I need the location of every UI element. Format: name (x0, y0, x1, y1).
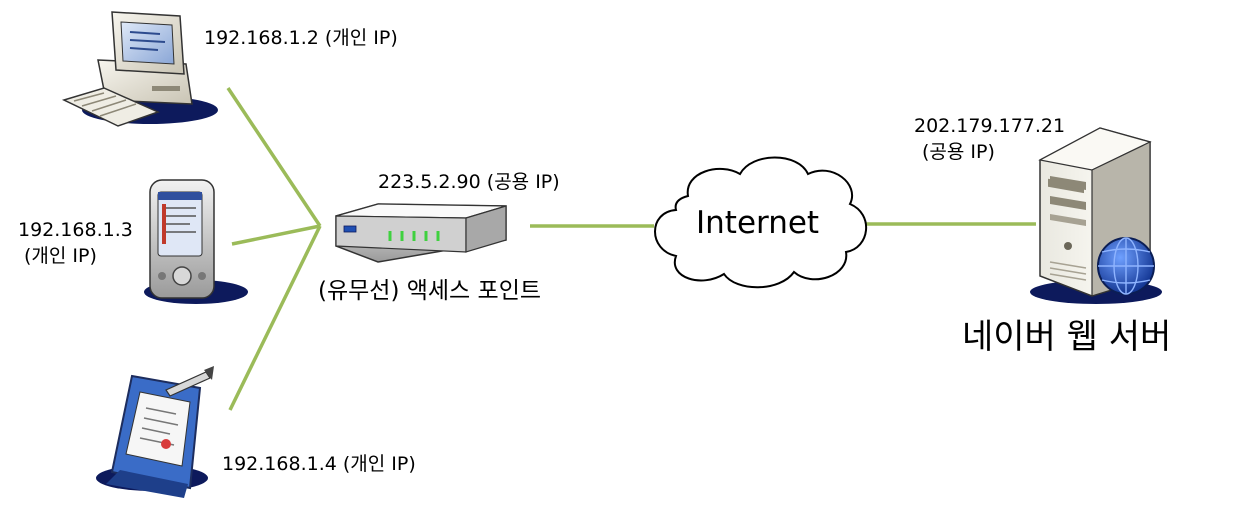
link-pda-to-ap (231, 224, 321, 246)
internet-label: Internet (696, 205, 820, 241)
web-server-icon (1030, 127, 1162, 304)
pda-icon (144, 179, 248, 304)
desktop-pc-icon (61, 11, 218, 127)
connection-lines (226, 87, 1036, 411)
tablet-pc-icon (96, 366, 214, 498)
server-name: 네이버 웹 서버 (962, 317, 1172, 357)
pc-ip-label: 192.168.1.2 (개인 IP) (204, 27, 398, 49)
pda-ip-label: 192.168.1.3 (18, 219, 133, 241)
access-point-name: (유무선) 액세스 포인트 (318, 278, 542, 304)
link-tablet-to-ap (228, 225, 322, 411)
pda-ip-type-label: (개인 IP) (24, 245, 97, 267)
server-ip-type-label: (공용 IP) (922, 141, 995, 163)
access-point-ip-label: 223.5.2.90 (공용 IP) (378, 171, 560, 193)
tablet-ip-label: 192.168.1.4 (개인 IP) (222, 453, 416, 475)
access-point-icon (335, 203, 507, 263)
internet-cloud-icon (654, 156, 867, 289)
link-pc-to-ap (226, 87, 322, 227)
server-ip-label: 202.179.177.21 (914, 115, 1066, 137)
